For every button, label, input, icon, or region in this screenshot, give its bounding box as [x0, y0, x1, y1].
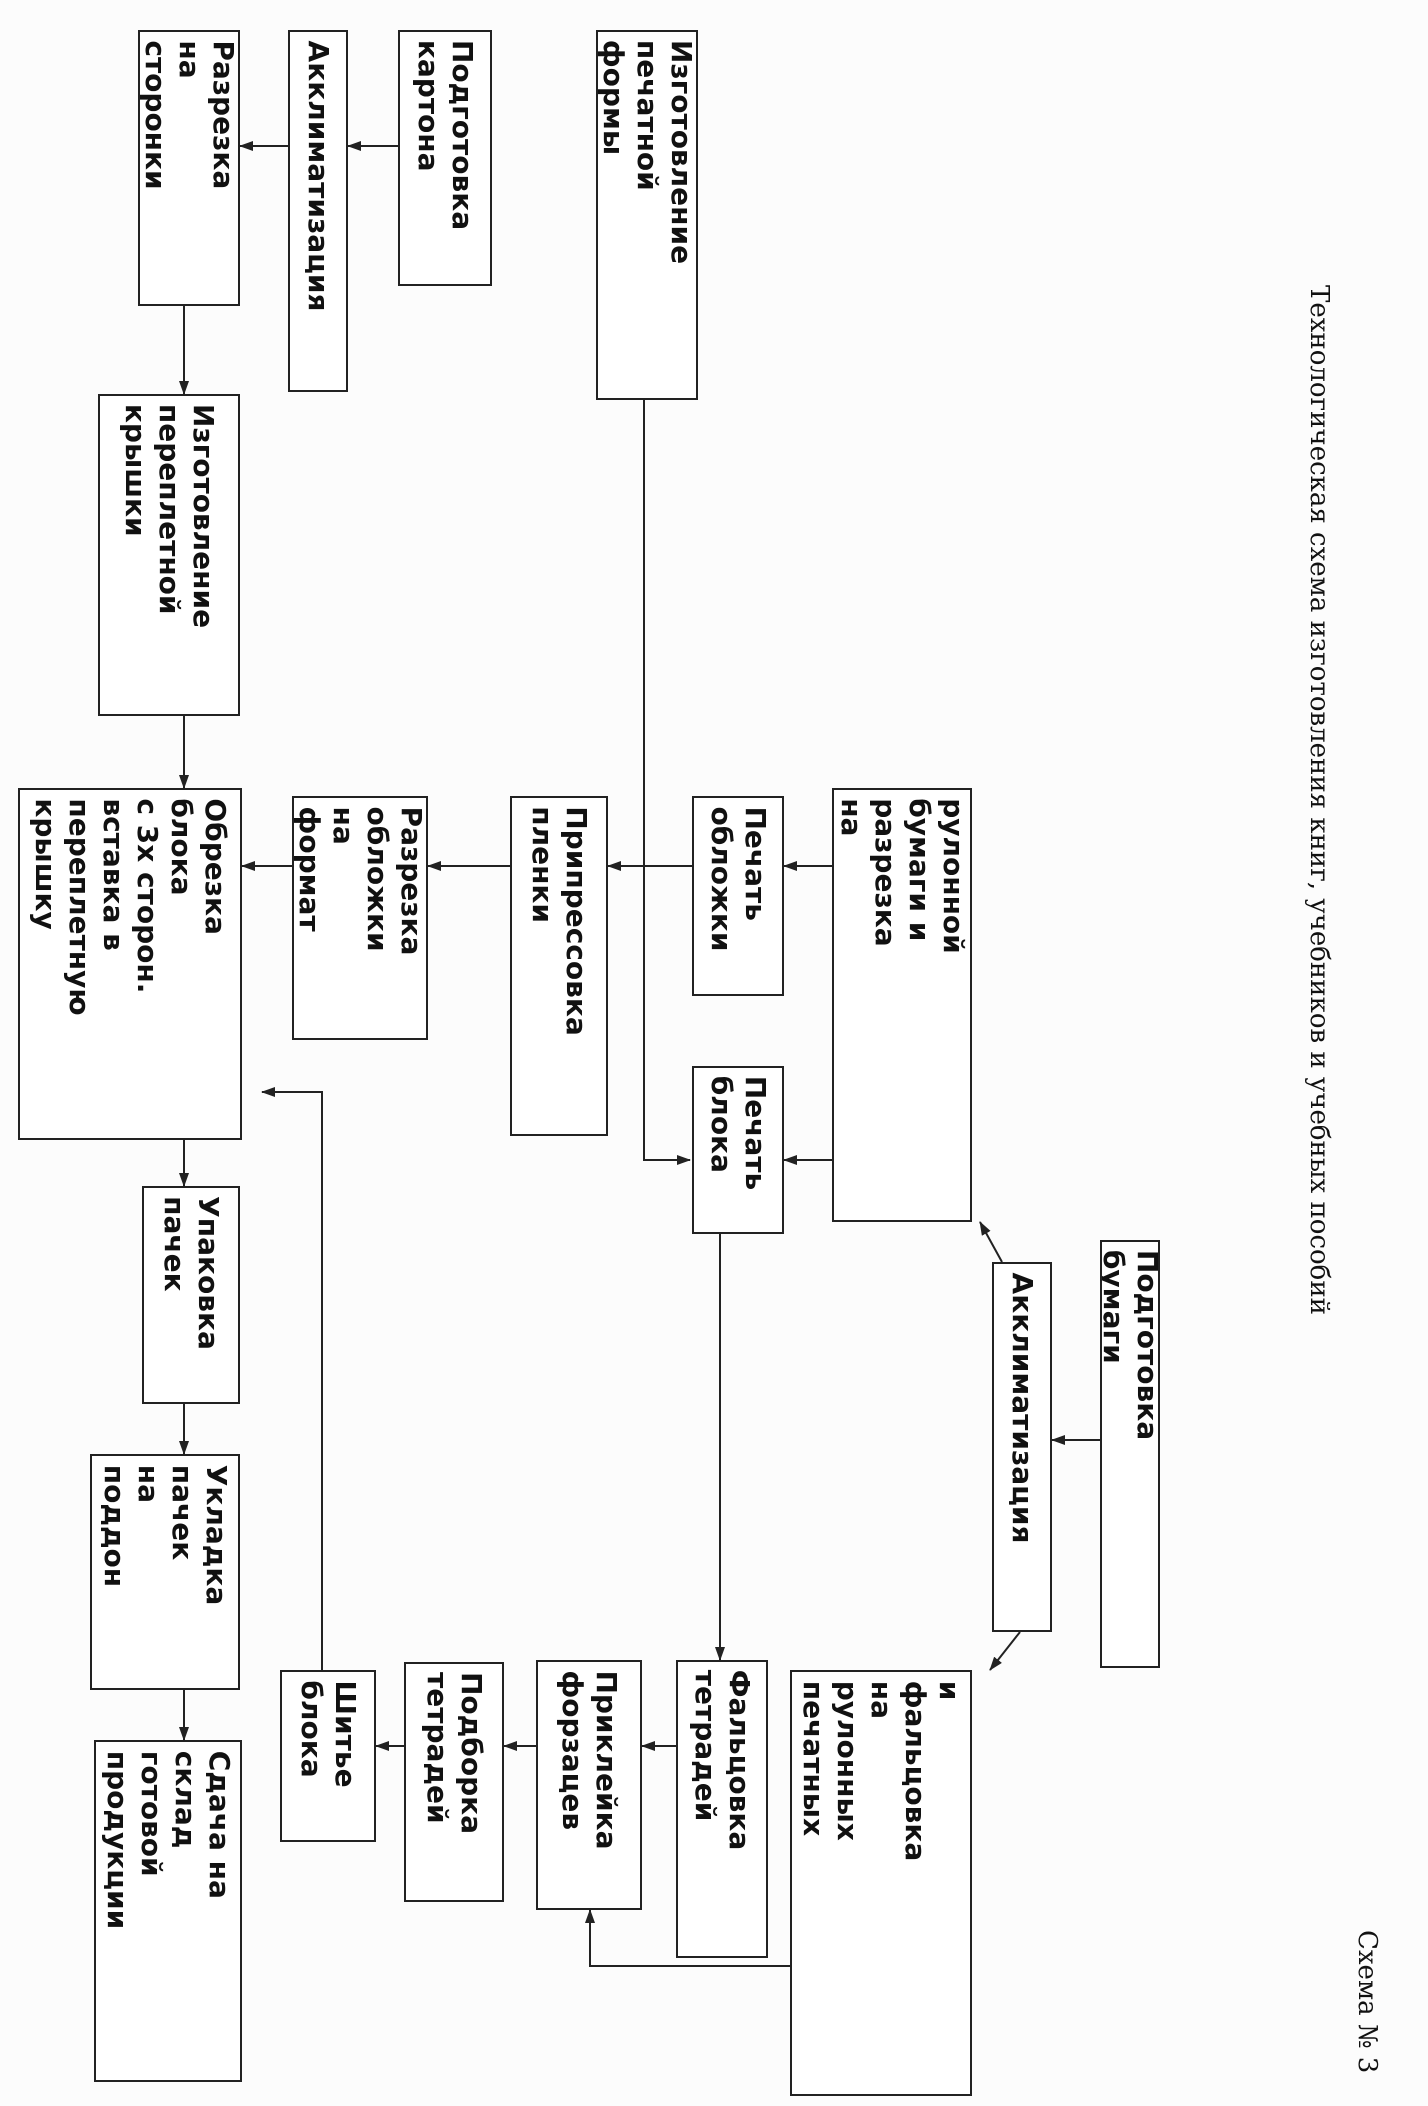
box-akklimatizacia-2: Акклиматизация — [992, 1262, 1052, 1632]
box-obrezka-bloka: Обрезка блока с 3х сторон. вставка в пер… — [18, 788, 242, 1140]
edge-akkl-razm — [979, 1221, 1003, 1263]
box-ukladka-pachek: Укладка пачек на поддон — [90, 1454, 240, 1690]
box-sdacha-na-sklad: Сдача на склад готовой продукции — [94, 1740, 242, 2082]
box-podborka-tetradey: Подборка тетрадей — [404, 1662, 504, 1902]
edge-akkl-pech-fal — [989, 1631, 1021, 1671]
box-podgotovka-kartona: Подготовка картона — [398, 30, 492, 286]
box-akklimatizacia-1: Акклиматизация — [288, 30, 348, 392]
box-falcovka-tetradey: Фальцовка тетрадей — [676, 1660, 768, 1958]
box-razrezka-na-storonki: Разрезка на сторонки — [138, 30, 240, 306]
box-prikleyka-forzacev: Приклейка форзацев — [536, 1660, 642, 1910]
box-pripressovka-plenki: Припрессовка пленки — [510, 796, 608, 1136]
box-pechat-bloka: Печать блока — [692, 1066, 784, 1234]
box-pechat-i-falcovka: Печать и фальцовка на рулонных печатных … — [790, 1670, 972, 2096]
box-razmotka-rulonnoy-bumagi: Размотка рулонной бумаги и разрезка на ф… — [832, 788, 972, 1222]
box-pechat-oblozhki: Печать обложки — [692, 796, 784, 996]
box-podgotovka-bumagi: Подготовка бумаги — [1100, 1240, 1160, 1668]
box-izgotovlenie-pereplet-kryshki: Изготовление переплетной крышки — [98, 394, 240, 716]
edge-form-pech-blok — [643, 400, 691, 1165]
box-shitye-bloka: Шитье блока — [280, 1670, 376, 1842]
edge-shit-obr — [261, 1087, 323, 1670]
box-izgotovlenie-pechatnoy-formy: Изготовление печатной формы — [596, 30, 698, 400]
box-upakovka-pachek: Упаковка пачек — [142, 1186, 240, 1404]
box-razrezka-oblozhki: Разрезка обложки на формат — [292, 796, 428, 1040]
edge-pech-fal-prik — [585, 1909, 790, 1967]
